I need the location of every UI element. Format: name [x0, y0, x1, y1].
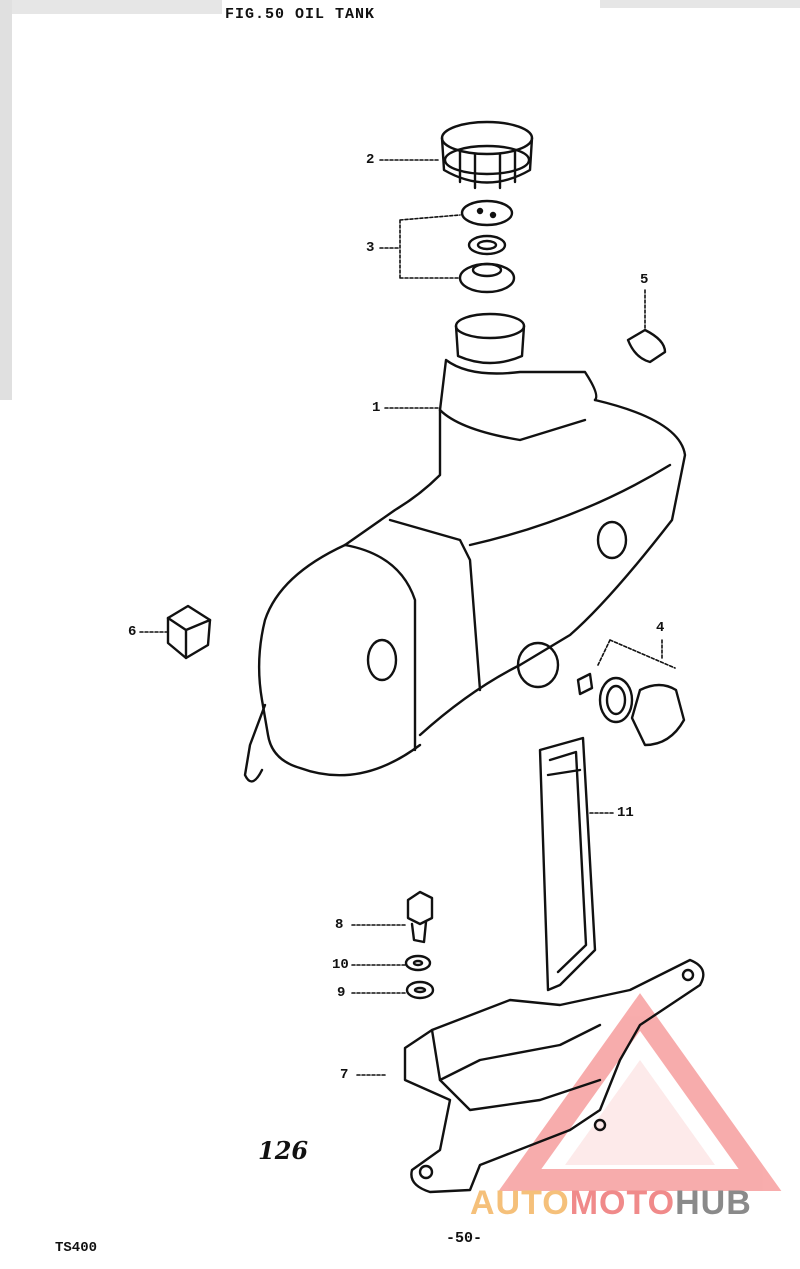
watermark-text: AUTOMOTOHUB [470, 1184, 752, 1223]
part-7-bracket [403, 958, 705, 1194]
watermark-part-3: HUB [675, 1184, 752, 1222]
callout-9: 9 [337, 985, 346, 1001]
page-number: -50- [446, 1230, 483, 1247]
callout-5: 5 [640, 272, 649, 288]
part-3-gaskets [458, 199, 516, 294]
part-8-bolt [406, 890, 434, 944]
part-10-washer [404, 954, 432, 972]
callout-4: 4 [656, 620, 665, 636]
model-label: TS400 [55, 1240, 98, 1256]
scan-noise [0, 0, 800, 400]
figure-number: 126 [258, 1136, 309, 1165]
part-5-plug [626, 328, 667, 364]
part-6-cushion [166, 604, 212, 660]
callout-10: 10 [332, 957, 349, 973]
callout-1: 1 [372, 400, 381, 416]
watermark-part-2: MOTO [569, 1184, 676, 1222]
callout-7: 7 [340, 1067, 349, 1083]
callout-6: 6 [128, 624, 137, 640]
part-9-washer [405, 980, 435, 1000]
figure-title: FIG.50 OIL TANK [225, 6, 376, 23]
part-4-drain-plug [576, 672, 686, 747]
leader-lines [139, 159, 676, 1076]
callout-11: 11 [617, 805, 634, 821]
part-2-cap [440, 120, 534, 190]
part-11-strap [538, 736, 597, 992]
callout-2: 2 [366, 152, 375, 168]
callout-8: 8 [335, 917, 344, 933]
part-1-tank [243, 312, 687, 783]
watermark-part-1: AUTO [470, 1184, 570, 1222]
callout-3: 3 [366, 240, 375, 256]
watermark-logo [498, 993, 782, 1191]
